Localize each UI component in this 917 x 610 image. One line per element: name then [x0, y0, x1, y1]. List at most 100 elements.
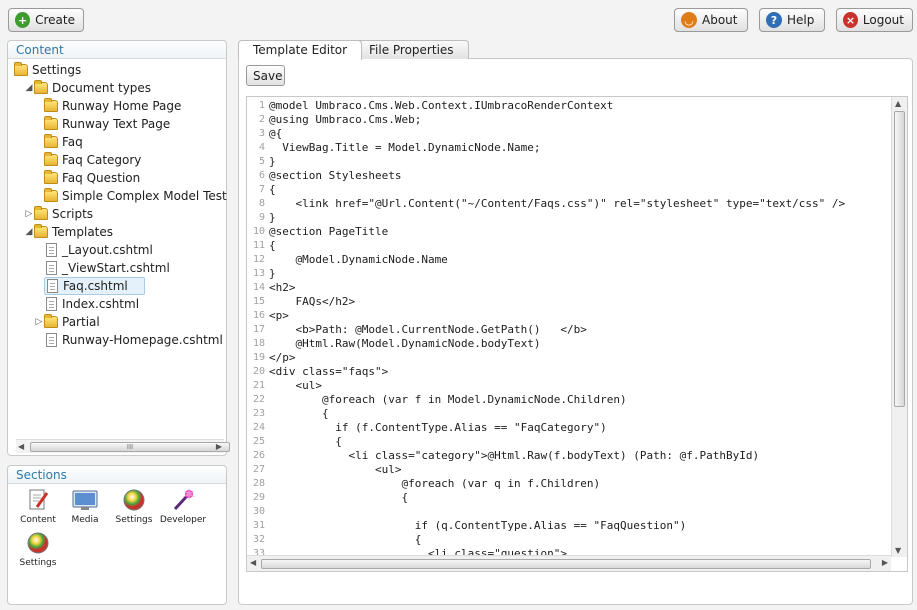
line-number: 25 [252, 436, 265, 447]
tab-template-editor[interactable]: Template Editor [238, 40, 363, 60]
tree-file-item[interactable]: _ViewStart.cshtml [44, 259, 170, 277]
folder-icon [44, 314, 58, 328]
line-number: 21 [252, 380, 265, 391]
code-line[interactable]: } [269, 267, 276, 280]
editor-scroll-left-icon[interactable]: ◀ [250, 558, 257, 567]
tree-folder-item[interactable]: Faq Question [44, 169, 140, 187]
code-line[interactable]: @Html.Raw(Model.DynamicNode.bodyText) [269, 337, 541, 350]
section-settings[interactable]: Settings [110, 488, 158, 525]
code-line[interactable]: @section Stylesheets [269, 169, 402, 182]
tree-scroll-thumb[interactable]: III [30, 442, 230, 452]
scroll-up-icon[interactable]: ▲ [895, 99, 902, 108]
line-number: 1 [258, 100, 265, 111]
code-line[interactable]: <ul> [269, 379, 322, 392]
tree-folder-item[interactable]: Faq Category [44, 151, 141, 169]
section-developer[interactable]: Developer [159, 488, 207, 525]
code-line[interactable]: <link href="@Url.Content("~/Content/Faqs… [269, 197, 846, 210]
section-label: Developer [159, 515, 207, 525]
line-number: 8 [258, 198, 265, 209]
tree-folder-item[interactable]: ▷Partial [34, 313, 100, 331]
expand-toggle-icon[interactable]: ▷ [35, 317, 43, 327]
code-line[interactable]: @{ [269, 127, 283, 140]
tree-folder-item[interactable]: Simple Complex Model Test [44, 187, 227, 205]
line-number: 26 [252, 450, 265, 461]
code-line[interactable]: if (f.ContentType.Alias == "FaqCategory"… [269, 421, 607, 434]
line-number: 23 [252, 408, 265, 419]
file-icon [46, 243, 57, 257]
line-number: 32 [252, 534, 265, 545]
code-line[interactable]: { [269, 435, 342, 448]
help-button[interactable]: ? Help [759, 8, 825, 32]
tree-item-label: Document types [52, 81, 152, 95]
section-settings[interactable]: Settings [14, 531, 62, 568]
section-content[interactable]: Content [14, 488, 62, 525]
code-line[interactable]: } [269, 211, 276, 224]
section-label: Media [71, 515, 99, 525]
code-line[interactable]: </p> [269, 351, 296, 364]
expand-toggle-icon[interactable]: ◢ [25, 227, 33, 237]
folder-icon [44, 170, 58, 184]
line-number: 5 [258, 156, 265, 167]
media-icon [71, 488, 99, 512]
create-button[interactable]: + Create [8, 8, 84, 32]
code-line[interactable]: { [269, 533, 422, 546]
line-number: 30 [252, 506, 265, 517]
tree-folder-item[interactable]: ◢Templates [24, 223, 113, 241]
line-number: 2 [258, 114, 265, 125]
tree-file-item[interactable]: Runway-Homepage.cshtml [44, 331, 223, 349]
code-line[interactable]: ViewBag.Title = Model.DynamicNode.Name; [269, 141, 541, 154]
code-line[interactable]: { [269, 239, 276, 252]
tree-folder-item[interactable]: Faq [44, 133, 83, 151]
expand-toggle-icon[interactable]: ▷ [25, 209, 33, 219]
code-line[interactable]: FAQs</h2> [269, 295, 356, 308]
tree-folder-item[interactable]: Runway Text Page [44, 115, 170, 133]
scroll-down-icon[interactable]: ▼ [895, 546, 902, 555]
scroll-right-icon[interactable]: ▶ [215, 442, 222, 451]
editor-scroll-right-icon[interactable]: ▶ [881, 558, 888, 567]
code-line[interactable]: <b>Path: @Model.CurrentNode.GetPath() </… [269, 323, 587, 336]
tree-item-label: Faq [62, 135, 83, 149]
folder-icon [44, 116, 58, 130]
code-line[interactable]: { [269, 491, 409, 504]
code-line[interactable]: @section PageTitle [269, 225, 389, 238]
about-button[interactable]: ◡ About [674, 8, 748, 32]
tree-folder-item[interactable]: ◢ Document types [24, 79, 151, 97]
section-media[interactable]: Media [61, 488, 109, 525]
tree-item-label: Runway-Homepage.cshtml [62, 333, 223, 347]
help-icon: ? [766, 12, 782, 28]
code-line[interactable]: <p> [269, 309, 289, 322]
tree-file-item[interactable]: _Layout.cshtml [44, 241, 153, 259]
code-line[interactable]: { [269, 407, 329, 420]
editor-horizontal-scrollbar[interactable]: ◀ ▶ [247, 555, 891, 571]
tab-file-properties[interactable]: File Properties [354, 40, 469, 59]
tree-file-item[interactable]: Faq.cshtml [44, 277, 145, 295]
code-line[interactable]: <h2> [269, 281, 296, 294]
tree-file-item[interactable]: Index.cshtml [44, 295, 139, 313]
logout-button[interactable]: × Logout [836, 8, 913, 32]
code-line[interactable]: @using Umbraco.Cms.Web; [269, 113, 422, 126]
line-number: 7 [258, 184, 265, 195]
save-button[interactable]: Save [246, 65, 285, 86]
code-line[interactable]: @Model.DynamicNode.Name [269, 253, 448, 266]
line-number: 17 [252, 324, 265, 335]
tree-folder-item[interactable]: Settings [14, 61, 81, 79]
folder-icon [44, 134, 58, 148]
editor-vertical-scrollbar[interactable]: ▲ ▼ [891, 97, 907, 557]
code-line[interactable]: @model Umbraco.Cms.Web.Context.IUmbracoR… [269, 99, 614, 112]
tree-folder-item[interactable]: Runway Home Page [44, 97, 181, 115]
code-line[interactable]: <div class="faqs"> [269, 365, 389, 378]
code-line[interactable]: <ul> [269, 463, 402, 476]
editor-vscroll-thumb[interactable] [894, 111, 905, 407]
code-line[interactable]: <li class="category">@Html.Raw(f.bodyTex… [269, 449, 760, 462]
expand-toggle-icon[interactable]: ◢ [25, 83, 33, 93]
code-line[interactable]: if (q.ContentType.Alias == "FaqQuestion"… [269, 519, 687, 532]
tree-horizontal-scrollbar[interactable]: ◀ III ▶ [16, 439, 230, 453]
scroll-left-icon[interactable]: ◀ [18, 442, 25, 451]
code-line[interactable]: } [269, 155, 276, 168]
code-line[interactable]: @foreach (var q in f.Children) [269, 477, 601, 490]
code-line[interactable]: @foreach (var f in Model.DynamicNode.Chi… [269, 393, 627, 406]
tree-folder-item[interactable]: ▷Scripts [24, 205, 93, 223]
code-line[interactable]: { [269, 183, 276, 196]
editor-hscroll-thumb[interactable] [261, 559, 871, 569]
